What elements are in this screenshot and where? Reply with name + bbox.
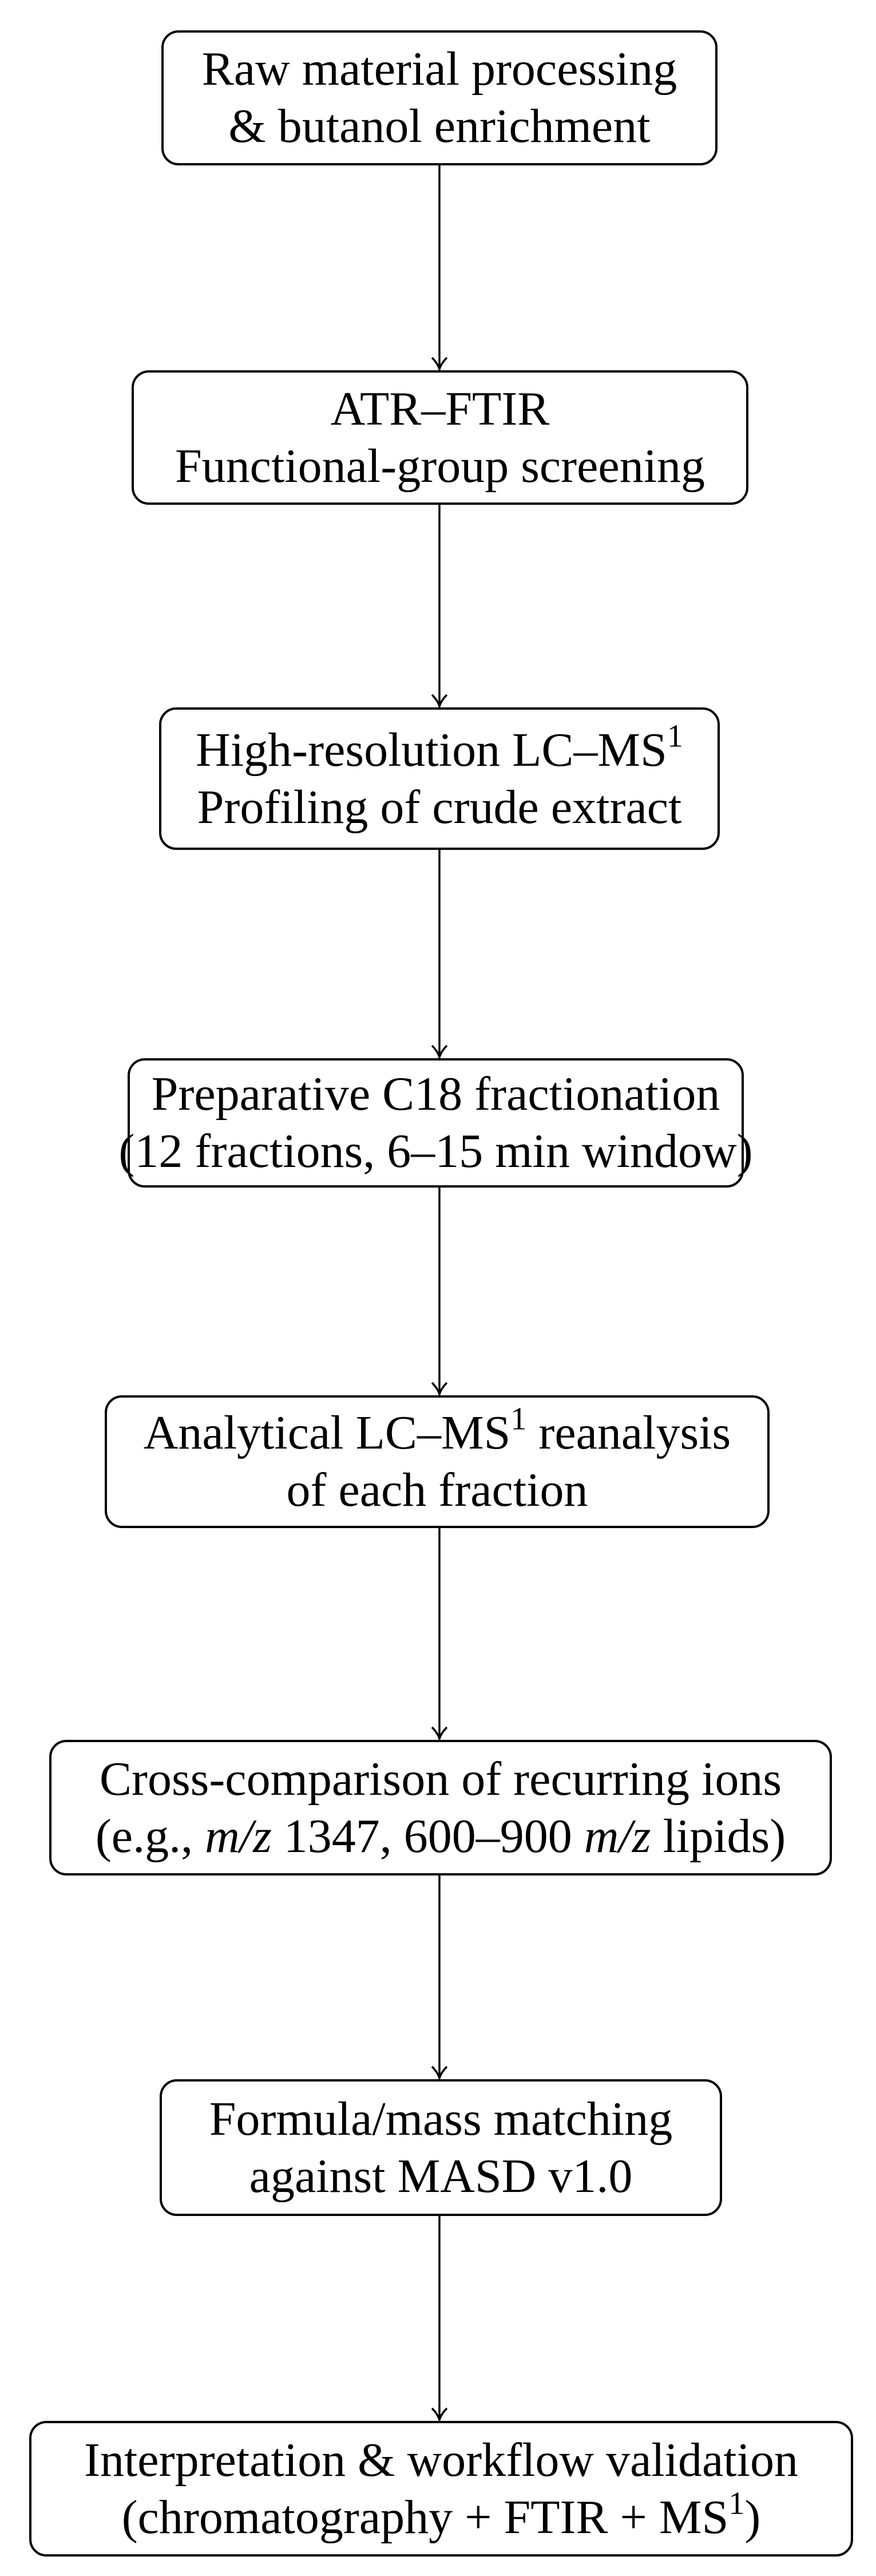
text-segment: m/z [205,1809,272,1863]
text-segment: lipids) [651,1809,786,1863]
text-segment: 1347, 600–900 [271,1809,584,1863]
text-segment: Profiling of crude extract [197,780,682,834]
step-box-6: Cross-comparison of recurring ions(e.g.,… [49,1740,832,1875]
text-segment: ) [744,2490,761,2544]
step-text-line: Raw material processing [202,41,677,98]
text-segment: (e.g., [95,1809,205,1863]
text-segment: Cross-comparison of recurring ions [99,1752,782,1806]
text-segment: m/z [584,1809,651,1863]
arrow-down-icon [431,505,448,710]
step-text-line: of each fraction [286,1462,588,1519]
step-text-line: (e.g., m/z 1347, 600–900 m/z lipids) [96,1808,786,1865]
step-text-line: Preparative C18 fractionation [152,1066,720,1123]
step-text-line: (chromatography + FTIR + MS1) [121,2485,761,2546]
arrowhead [431,1044,448,1061]
superscript: 1 [667,718,683,754]
text-segment: (12 fractions, 6–15 min window) [118,1125,753,1178]
superscript: 1 [510,1401,527,1437]
step-text-line: Formula/mass matching [209,2091,673,2148]
step-box-4: Preparative C18 fractionation(12 fractio… [118,1058,753,1188]
step-box-1: Raw material processing& butanol enrichm… [161,30,718,165]
text-segment: Preparative C18 fractionation [151,1067,720,1121]
text-segment: (chromatography + FTIR + MS [121,2490,729,2544]
step-text-line: (12 fractions, 6–15 min window) [118,1123,752,1180]
text-segment: Formula/mass matching [209,2092,673,2146]
arrowhead [431,357,448,373]
arrow-down-icon [431,850,448,1061]
step-text-line: Functional-group screening [175,438,705,495]
step-text-line: & butanol enrichment [228,98,650,155]
text-segment: reanalysis [526,1406,731,1459]
step-text-line: against MASD v1.0 [249,2148,633,2205]
text-segment: High-resolution LC–MS [196,723,667,777]
step-text-line: Cross-comparison of recurring ions [100,1751,782,1808]
arrow-down-icon [431,2216,448,2424]
arrow-down-icon [431,1188,448,1398]
arrowhead [431,1726,448,1743]
arrowhead [431,694,448,710]
step-text-line: ATR–FTIR [331,381,550,438]
arrow-down-icon [431,1875,448,2082]
text-segment: Functional-group screening [175,439,705,493]
text-segment: & butanol enrichment [228,100,651,153]
step-box-8: Interpretation & workflow validation(chr… [29,2421,853,2557]
arrowhead [431,1382,448,1398]
arrowhead [431,2065,448,2082]
text-segment: of each fraction [286,1463,588,1517]
text-segment: ATR–FTIR [330,382,550,436]
text-segment: against MASD v1.0 [249,2149,633,2203]
text-segment: Analytical LC–MS [143,1406,511,1459]
text-segment: Interpretation & workflow validation [84,2433,798,2487]
step-text-line: Profiling of crude extract [197,779,682,836]
superscript: 1 [728,2485,745,2521]
text-segment: Raw material processing [201,42,677,96]
step-text-line: High-resolution LC–MS1 [196,720,683,779]
step-text-line: Interpretation & workflow validation [84,2432,798,2489]
step-text-line: Analytical LC–MS1 reanalysis [143,1401,731,1462]
arrow-down-icon [431,165,448,373]
arrowhead [431,2407,448,2424]
arrow-down-icon [431,1528,448,1743]
